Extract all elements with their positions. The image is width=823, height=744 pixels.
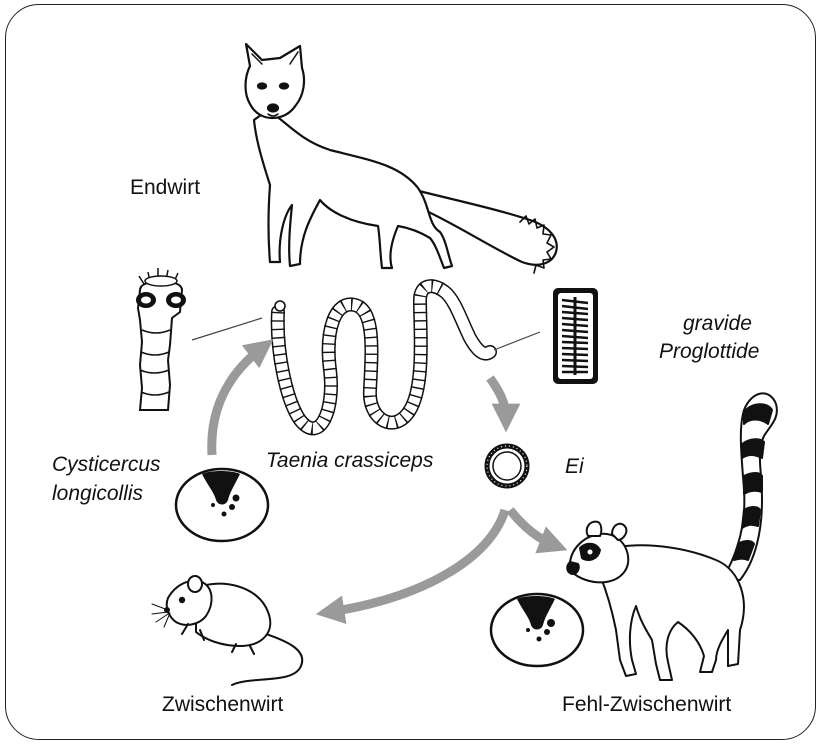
cyst-icon (176, 469, 268, 541)
label-fehl-zwischenwirt: Fehl-Zwischenwirt (562, 693, 731, 717)
mouse-icon (152, 576, 302, 685)
arrow-egg-to-mouse (330, 510, 505, 612)
label-cysticercus: Cysticercus (52, 453, 161, 477)
connector-line (192, 318, 262, 340)
arrow-cyst-to-adult (212, 348, 262, 455)
connector-line (494, 332, 540, 350)
arrow-egg-to-lemur (510, 510, 554, 545)
egg-icon (487, 446, 527, 486)
proglottid-icon (553, 288, 598, 384)
cyst-icon (491, 594, 583, 666)
label-endwirt: Endwirt (130, 176, 200, 200)
tapeworm-icon (275, 286, 490, 428)
fox-icon (246, 44, 557, 273)
label-proglottide: Proglottide (659, 340, 759, 364)
lemur-icon (567, 393, 777, 680)
label-ei: Ei (565, 455, 584, 479)
label-taenia-crassiceps: Taenia crassiceps (266, 449, 433, 473)
label-longicollis: longicollis (52, 482, 143, 506)
scolex-icon (137, 268, 185, 410)
label-zwischenwirt: Zwischenwirt (162, 693, 283, 717)
label-gravide: gravide (683, 312, 752, 336)
arrow-proglottid-to-egg (490, 378, 506, 418)
